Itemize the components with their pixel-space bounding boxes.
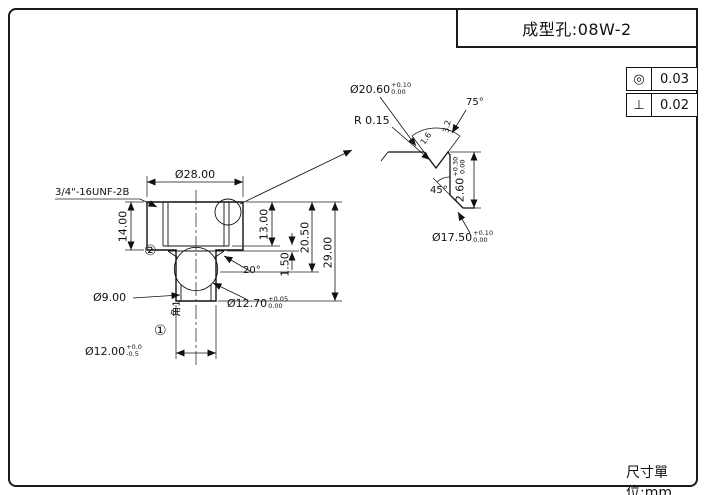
concentricity-icon: ◎ bbox=[627, 68, 652, 90]
detail-view-annotation-lines bbox=[411, 127, 461, 196]
balloon-2: ② bbox=[144, 243, 157, 259]
thread-callout: 3/4"-16UNF-2B bbox=[55, 187, 130, 198]
dim-depth-mid: 20.50 bbox=[298, 221, 312, 254]
tolerance-value: 0.03 bbox=[660, 71, 689, 87]
dim-angle-v: 75° bbox=[466, 97, 484, 108]
corner-note: 角1 bbox=[171, 300, 183, 317]
dim-radius: R 0.15 bbox=[354, 114, 390, 127]
dim-dia-bottom: Ø12.00 +0.0-0.5 bbox=[85, 343, 142, 359]
page-title: 成型孔:08W-2 bbox=[522, 20, 632, 39]
balloon-1: ① bbox=[154, 323, 167, 339]
dim-angle-seat: 20° bbox=[243, 265, 261, 276]
dim-land: 1.50 bbox=[278, 252, 292, 277]
tolerance-frame-perpendicularity: ⊥ 0.02 bbox=[626, 93, 698, 117]
tolerance-frame-concentricity: ◎ 0.03 bbox=[626, 67, 698, 91]
unit-note: 尺寸單位:mm bbox=[626, 465, 672, 495]
bottom-tolerance: +0.0-0.5 bbox=[126, 343, 142, 359]
leader-lines bbox=[132, 96, 471, 300]
dim-depth-seat: 13.00 bbox=[257, 208, 271, 241]
sheet-border bbox=[8, 8, 698, 487]
dim-height-total: 29.00 bbox=[321, 236, 335, 269]
tolerance-value: 0.02 bbox=[660, 97, 689, 113]
dim-angle-chamfer: 45° bbox=[430, 185, 448, 196]
title-block: 成型孔:08W-2 bbox=[456, 8, 698, 48]
dim-dia-top: Ø28.00 bbox=[174, 168, 216, 181]
dimension-lines bbox=[127, 152, 478, 357]
dim-dia-bore: Ø9.00 bbox=[93, 291, 127, 304]
detail-indicator-circle bbox=[214, 198, 242, 226]
dim-height-thread: 14.00 bbox=[116, 210, 130, 243]
perpendicularity-icon: ⊥ bbox=[627, 94, 652, 116]
extension-lines bbox=[55, 151, 481, 359]
main-view-outline bbox=[146, 201, 244, 302]
detail-view-profile bbox=[380, 150, 475, 209]
